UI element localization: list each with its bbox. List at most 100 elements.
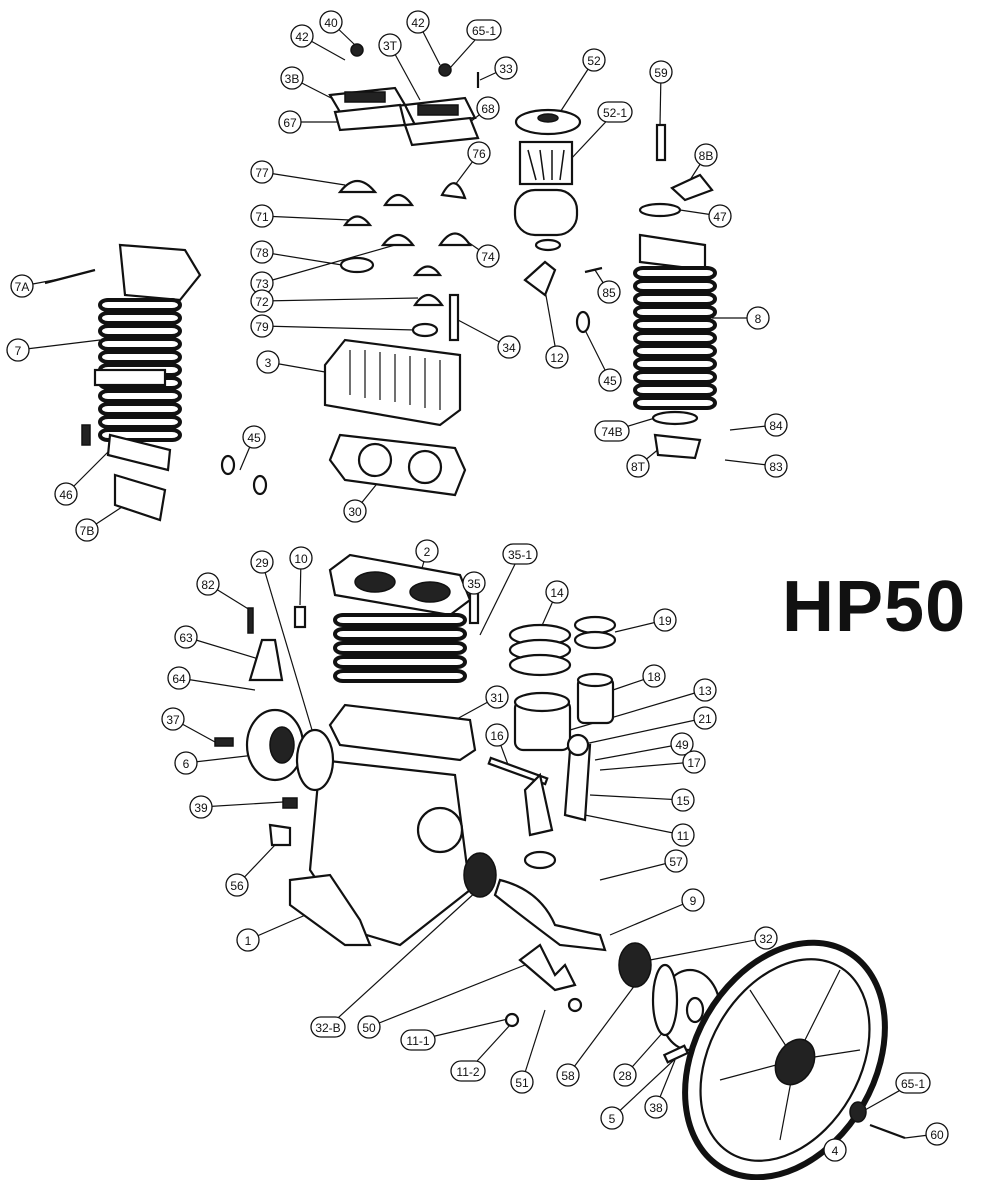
callout-30: 30 [343, 499, 367, 523]
callout-49: 49 [670, 732, 694, 756]
callout-text: 11-2 [456, 1065, 479, 1079]
cooling-fin [333, 669, 467, 683]
screw-82 [247, 607, 254, 634]
callout-text: 1 [245, 934, 252, 948]
callout-56: 56 [225, 873, 249, 897]
callout-text: 30 [348, 505, 362, 519]
ring-45b [220, 454, 236, 476]
callout-10: 10 [289, 546, 313, 570]
valve-plate-3t [403, 96, 480, 147]
callout-text: 68 [481, 102, 495, 116]
callout-3T: 3T [378, 33, 402, 57]
callout-text: 42 [295, 30, 309, 44]
cooling-fin [633, 266, 717, 280]
cover-7b [113, 473, 167, 522]
callout-text: 7A [15, 280, 30, 294]
cooling-fin [98, 389, 182, 403]
bearing-cover-6 [245, 708, 335, 792]
callout-59: 59 [649, 60, 673, 84]
plug-39 [282, 797, 298, 809]
callout-2: 2 [415, 539, 439, 563]
callout-79: 79 [250, 314, 274, 338]
callout-7A: 7A [10, 274, 34, 298]
callout-5: 5 [600, 1106, 624, 1130]
callout-35: 35 [462, 571, 486, 595]
cooling-fin [333, 627, 467, 641]
callout-text: 73 [255, 277, 269, 291]
callout-text: 32 [759, 932, 773, 946]
part-drawings [44, 43, 906, 1180]
callout-77: 77 [250, 160, 274, 184]
bolt [81, 424, 91, 446]
callout-text: 3B [285, 72, 300, 86]
crankcase-1 [288, 703, 477, 947]
leader-line [521, 1009, 546, 1083]
cooling-fin [98, 415, 182, 429]
flywheel-4 [682, 939, 888, 1180]
cylinder-8 [633, 233, 717, 410]
wrist-pin-16 [487, 756, 549, 786]
callout-15: 15 [671, 788, 695, 812]
leader-line [17, 339, 101, 351]
callout-72: 72 [250, 289, 274, 313]
callout-text: 40 [324, 16, 338, 30]
callout-text: 7B [80, 524, 95, 538]
cover-8b [670, 173, 714, 202]
leader-line [589, 794, 684, 801]
callout-text: 29 [255, 556, 269, 570]
callout-text: 35-1 [508, 548, 532, 562]
nut-40 [350, 43, 364, 57]
gasket-30 [328, 433, 467, 497]
callout-42: 42 [406, 10, 430, 34]
plug-10 [293, 605, 307, 629]
callout-text: 17 [687, 756, 701, 770]
callout-text: 11-1 [406, 1034, 429, 1048]
callout-73: 73 [250, 271, 274, 295]
leader-line [609, 899, 694, 936]
cooling-fin [333, 613, 467, 627]
callout-text: 50 [362, 1021, 376, 1035]
callout-19: 19 [653, 608, 677, 632]
callout-text: 51 [515, 1076, 529, 1090]
callout-9: 9 [681, 888, 705, 912]
callout-text: 7 [15, 344, 22, 358]
elbow-12 [523, 260, 557, 297]
gasket-46 [106, 433, 172, 472]
cylinder-2 [328, 553, 472, 683]
callout-text: 83 [769, 460, 783, 474]
callout-text: 57 [669, 855, 683, 869]
leader-line [594, 743, 683, 761]
callout-text: 45 [603, 374, 617, 388]
callout-text: 8 [755, 312, 762, 326]
callout-11-1: 11-1 [400, 1029, 436, 1051]
callout-64: 64 [167, 666, 191, 690]
cooling-fin [98, 402, 182, 416]
callout-46: 46 [54, 482, 78, 506]
callout-29: 29 [250, 550, 274, 574]
callout-text: 59 [654, 66, 668, 80]
washer-65-1 [849, 1101, 867, 1123]
callout-32: 32 [754, 926, 778, 950]
bearing-32b [463, 852, 497, 898]
callout-65-1: 65-1 [895, 1072, 931, 1094]
callout-text: 15 [676, 794, 690, 808]
callout-52: 52 [582, 48, 606, 72]
callout-50: 50 [357, 1015, 381, 1039]
callout-text: 38 [649, 1101, 663, 1115]
callout-text: 32-B [315, 1021, 340, 1035]
callout-text: 84 [769, 419, 783, 433]
ring-45 [575, 310, 591, 334]
callout-63: 63 [174, 625, 198, 649]
cooling-fin [98, 311, 182, 325]
callout-text: 67 [283, 116, 297, 130]
callout-text: 76 [472, 147, 486, 161]
cooling-fin [633, 331, 717, 345]
callout-37: 37 [161, 707, 185, 731]
callout-text: 14 [550, 586, 564, 600]
cooling-fin [633, 279, 717, 293]
rod-caps [518, 943, 577, 992]
callout-text: 4 [832, 1144, 839, 1158]
callout-text: 71 [255, 210, 269, 224]
callout-39: 39 [189, 795, 213, 819]
bracket-63 [248, 638, 284, 682]
